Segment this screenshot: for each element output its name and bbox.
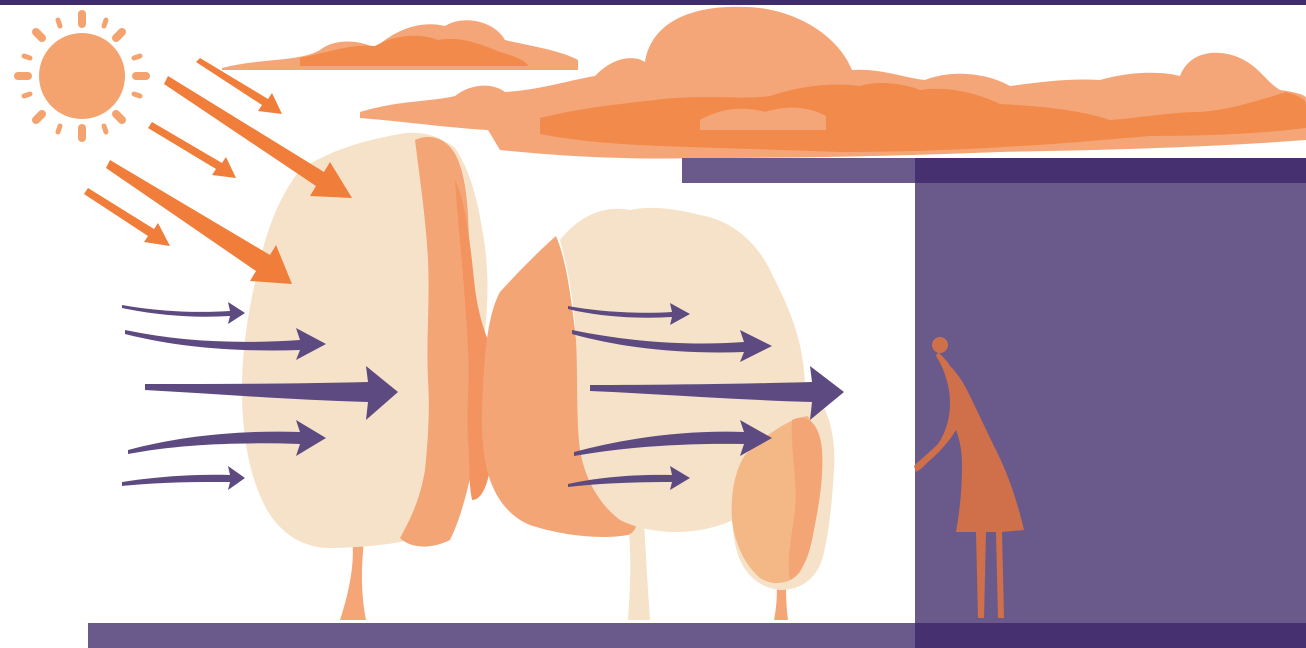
wind-arrow-icon: [122, 302, 245, 324]
sun-icon: [18, 14, 146, 138]
wind-arrow-icon: [122, 466, 245, 490]
top-frame-bar: [0, 0, 1306, 5]
building-roof-overhang: [682, 158, 915, 183]
cloud-shape-small: [222, 20, 578, 70]
building-wall: [915, 183, 1306, 623]
building-roof: [915, 158, 1306, 183]
ground-bar: [88, 623, 1306, 648]
cloud-shape-large: [360, 7, 1306, 159]
sun-ray-arrow-icon: [148, 122, 236, 178]
